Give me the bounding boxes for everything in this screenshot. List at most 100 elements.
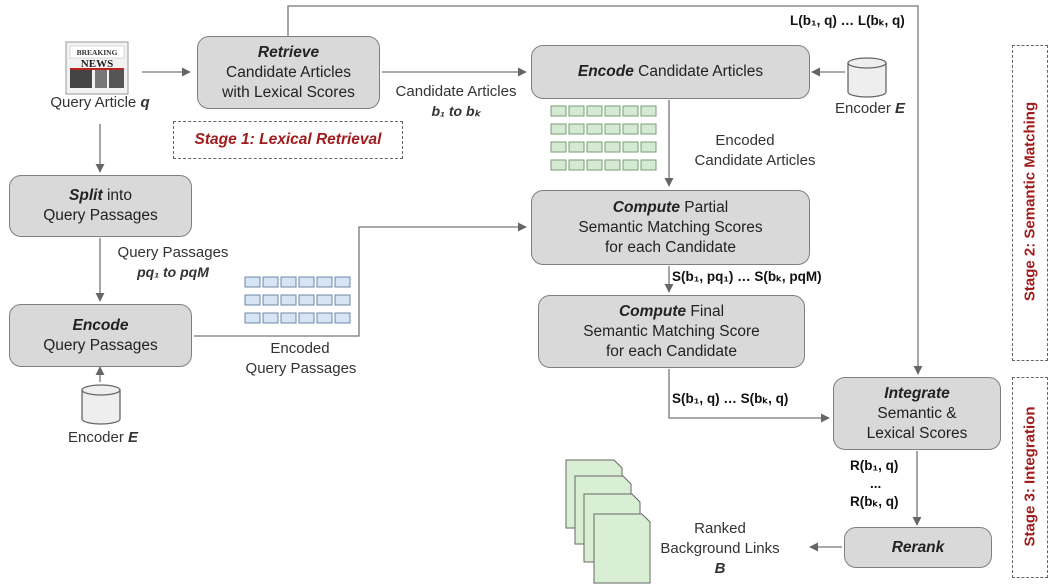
query-grid-cell [334,276,351,288]
pq-range-label: pq₁ to pqM [137,264,209,280]
split-rest: into [102,187,132,204]
candidate-grid-cell [586,141,603,153]
retrieve-box: Retrieve Candidate Articles with Lexical… [197,36,380,109]
integrate-line3: Lexical Scores [866,424,968,442]
compute-partial-verb: Compute [612,198,680,216]
candidate-grid-cell [604,159,621,171]
ranked-label-2: Background Links [660,540,780,557]
candidate-grid-cell [568,141,585,153]
candidate-grid-cell [568,105,585,117]
ranked-symbol: B [714,560,726,577]
candidate-grid-cell [604,141,621,153]
encode-query-box: Encode Query Passages [9,304,192,367]
encoder-top-text: Encoder [834,100,891,117]
compute-partial-line2: Semantic Matching Scores [578,218,763,236]
candidate-grid-cell [622,105,639,117]
encoder-top-icon [847,57,887,98]
stage1-frame [173,121,403,159]
encoder-top-symbol: E [895,100,906,117]
r-dots: ... [870,476,882,491]
split-verb: Split [69,187,103,204]
candidate-grid-cell [604,105,621,117]
candidate-articles-label: Candidate Articles [395,83,517,100]
split-line2: Query Passages [43,207,158,224]
query-grid-cell [280,312,297,324]
candidate-grid-cell [550,159,567,171]
stage3-label: Stage 3: Integration [1021,406,1039,547]
compute-final-box: Compute Final Semantic Matching Score fo… [538,295,805,368]
rk-formula: R(bₖ, q) [850,494,899,509]
stage1-label: Stage 1: Lexical Retrieval [194,131,382,148]
encoded-query-grid [244,276,351,324]
query-grid-cell [244,312,261,324]
encoder-bottom-label: Encoder E [58,428,148,447]
candidate-grid-cell [586,159,603,171]
arrow-query-to-partial [194,222,527,337]
ranked-label-1: Ranked [694,520,746,537]
compute-final-rest: Final [686,302,725,320]
query-grid-cell [244,294,261,306]
encode-candidates-rest: Candidate Articles [633,63,764,80]
ranked-documents-icon [565,459,651,584]
encoder-bottom-icon [81,384,121,425]
stage3-frame [1012,377,1048,578]
candidate-grid-cell [622,123,639,135]
compute-final-verb: Compute [618,302,687,320]
rerank-box: Rerank [844,527,992,568]
lexical-scores-formula: L(b₁, q) … L(bₖ, q) [790,13,905,28]
candidate-grid-cell [604,123,621,135]
encode-candidates-box: Encode Candidate Articles [531,45,810,99]
candidate-grid-cell [622,141,639,153]
newspaper-text-breaking: BREAKING [77,48,118,57]
stage2-frame [1012,45,1048,361]
newspaper-icon: BREAKING NEWS [65,41,129,95]
integrate-box: Integrate Semantic & Lexical Scores [833,377,1001,450]
candidate-grid-cell [550,105,567,117]
encoded-query-label-2: Query Passages [245,360,357,377]
retrieve-line3: with Lexical Scores [222,83,355,101]
encoder-bottom-symbol: E [128,429,139,446]
compute-partial-line3: for each Candidate [605,238,736,256]
query-grid-cell [334,294,351,306]
query-passages-label: Query Passages [117,244,229,261]
candidate-grid-cell [550,141,567,153]
query-grid-cell [280,276,297,288]
integrate-line2: Semantic & [877,404,957,422]
candidate-grid-cell [640,123,657,135]
candidate-grid-cell [586,105,603,117]
query-article-label: Query Article q [30,93,170,112]
candidate-grid-cell [568,159,585,171]
compute-partial-box: Compute Partial Semantic Matching Scores… [531,190,810,265]
query-grid-cell [298,312,315,324]
rerank-verb: Rerank [891,538,945,556]
candidate-grid-cell [568,123,585,135]
encode-query-verb: Encode [72,316,129,334]
compute-final-line3: for each Candidate [606,342,737,360]
candidate-grid-cell [640,141,657,153]
candidate-grid-cell [622,159,639,171]
encoder-top-label: Encoder E [825,99,915,118]
arrow-final-to-integrate [668,369,830,423]
candidate-grid-cell [586,123,603,135]
compute-final-line2: Semantic Matching Score [583,322,760,340]
final-scores-formula: S(b₁, q) … S(bₖ, q) [672,391,789,406]
query-grid-cell [316,312,333,324]
candidate-grid-cell [550,123,567,135]
query-grid-cell [316,276,333,288]
query-article-symbol: q [140,94,150,111]
encoder-bottom-text: Encoder [67,429,124,446]
query-grid-cell [298,276,315,288]
encoded-candidates-grid [550,105,657,171]
query-grid-cell [262,276,279,288]
encode-candidates-verb: Encode [577,63,634,80]
query-article-text: Query Article [50,94,137,111]
query-grid-cell [262,312,279,324]
query-grid-cell [316,294,333,306]
retrieve-verb: Retrieve [257,43,320,61]
query-grid-cell [262,294,279,306]
query-grid-cell [334,312,351,324]
query-grid-cell [280,294,297,306]
encode-query-line2: Query Passages [43,336,158,354]
query-grid-cell [298,294,315,306]
